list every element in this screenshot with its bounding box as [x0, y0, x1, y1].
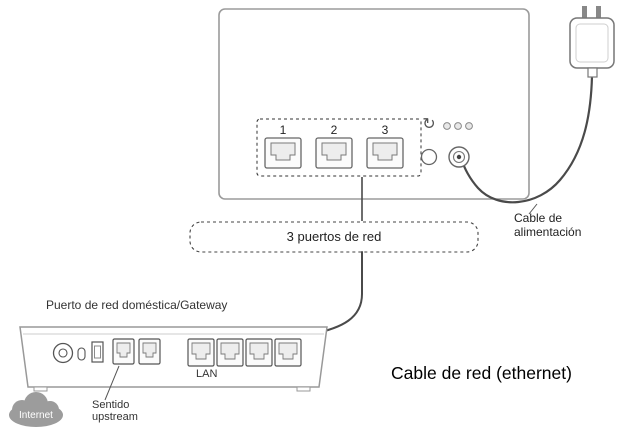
adapter-prong-right: [596, 6, 601, 19]
reset-icon: ↻: [422, 116, 435, 133]
port-3-number: 3: [382, 123, 389, 137]
port-2-number: 2: [331, 123, 338, 137]
power-adapter: [569, 6, 615, 78]
ports-dashed-outline: [256, 118, 422, 177]
gateway-lan-port-4: [274, 338, 302, 367]
gateway-power-connector: [52, 342, 74, 364]
adapter-prong-left: [582, 6, 587, 19]
gateway-title: Puerto de red doméstica/Gateway: [46, 298, 228, 312]
ports-group-label: 3 puertos de red: [286, 229, 382, 244]
power-jack: [448, 146, 470, 168]
power-cable-label-line: [528, 203, 538, 215]
internet-label: Internet: [19, 410, 53, 421]
port-1-number: 1: [280, 123, 287, 137]
router-lan-port-1: [264, 137, 302, 169]
gateway-lan-port-3: [245, 338, 273, 367]
gateway-button: [77, 347, 86, 361]
power-cable-label: Cable de alimentación: [514, 211, 582, 239]
usb-port: [91, 341, 104, 363]
tel-port-1: [112, 338, 135, 365]
internet-cloud: Internet: [9, 392, 63, 427]
router-lan-port-3: [366, 137, 404, 169]
gateway-foot-left: [33, 386, 48, 392]
router-body: [218, 8, 530, 200]
tel-port-2: [138, 338, 161, 365]
lan-label: LAN: [196, 368, 218, 380]
led-indicators: [443, 122, 473, 130]
gateway-lan-port-1: [187, 338, 215, 367]
upstream-label: Sentido upstream: [92, 399, 138, 423]
power-cable: [460, 74, 594, 204]
gateway-foot-right: [296, 386, 311, 392]
ethernet-cable-label: Cable de red (ethernet): [391, 363, 572, 383]
router-lan-port-2: [315, 137, 353, 169]
router-button: [420, 148, 438, 166]
ports-group-label-box: [189, 221, 479, 253]
gateway-lan-port-2: [216, 338, 244, 367]
upstream-pointer-line: [104, 365, 120, 401]
